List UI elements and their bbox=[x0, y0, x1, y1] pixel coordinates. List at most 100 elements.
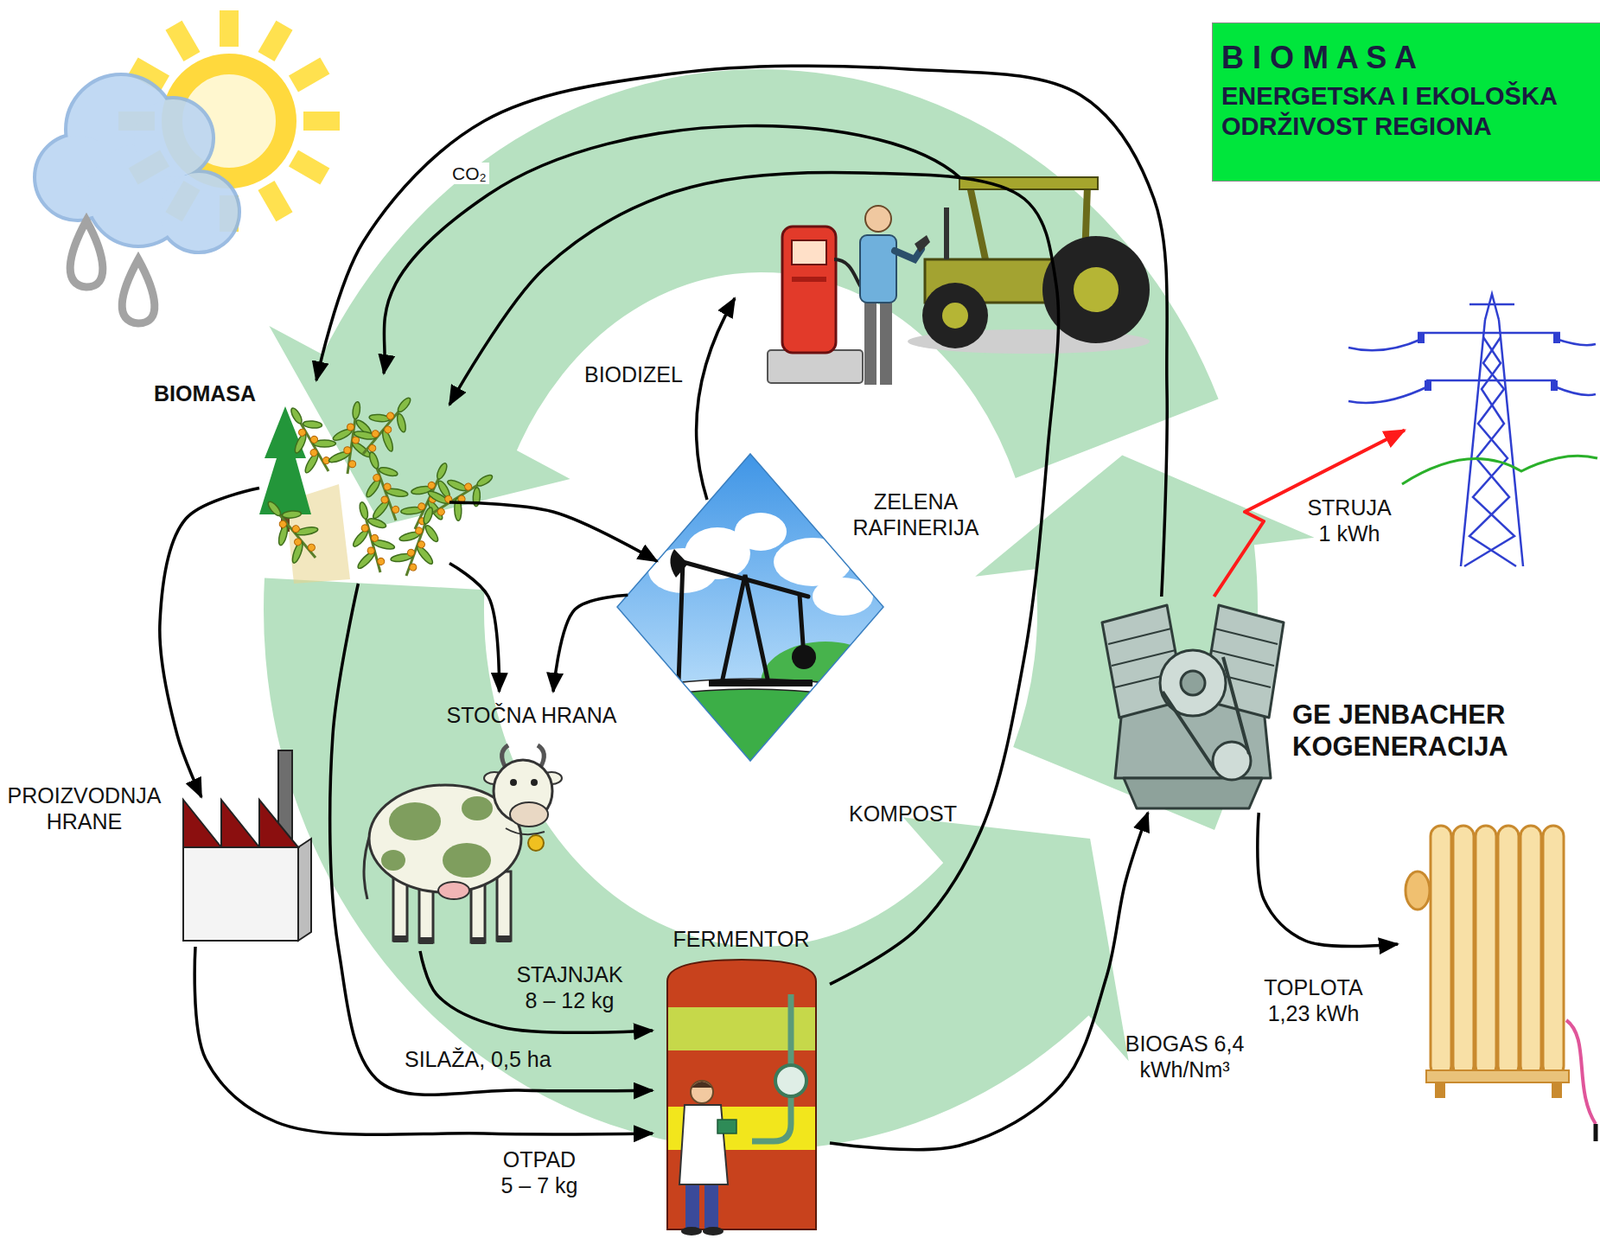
factory-figure bbox=[183, 799, 222, 848]
tractor-figure bbox=[959, 177, 1098, 190]
radiator-figure bbox=[1434, 1082, 1446, 1098]
fuel-pump-figure bbox=[914, 235, 931, 253]
factory-figure bbox=[183, 799, 299, 848]
factory-figure bbox=[259, 799, 299, 848]
flow-arrow bbox=[194, 946, 653, 1135]
power-pylon bbox=[1417, 293, 1561, 381]
green-refinery-picture bbox=[678, 561, 809, 683]
fermentor-tank bbox=[717, 1119, 737, 1134]
biomass-plants bbox=[340, 496, 402, 578]
node-label: STOČNA HRANA bbox=[432, 701, 632, 728]
weather-icon bbox=[70, 220, 103, 287]
node-label: TOPLOTA 1,23 kWh bbox=[1255, 974, 1372, 1027]
power-pylon bbox=[1348, 338, 1596, 403]
weather-icon bbox=[257, 180, 293, 222]
radiator-figure bbox=[1542, 825, 1564, 1077]
tractor-figure bbox=[1073, 267, 1119, 313]
fuel-pump-figure bbox=[767, 350, 863, 383]
weather-icon bbox=[121, 259, 155, 324]
biomass-plants bbox=[252, 487, 333, 572]
power-pylon bbox=[1417, 332, 1425, 344]
decor-arrow bbox=[383, 126, 960, 500]
weather-icon bbox=[288, 149, 330, 185]
green-refinery-picture bbox=[682, 561, 809, 597]
cow-figure bbox=[471, 937, 485, 944]
cow-figure bbox=[505, 828, 545, 835]
edge-label: OTPAD 5 – 7 kg bbox=[497, 1146, 582, 1199]
flow-arrow bbox=[829, 812, 1148, 1150]
radiator-figure bbox=[1566, 1019, 1596, 1124]
cycle-band bbox=[263, 69, 1314, 1150]
cow-figure bbox=[438, 881, 470, 899]
cogeneration-node: GE JENBACHER KOGENERACIJA bbox=[1093, 596, 1288, 813]
title-box: B I O M A S AENERGETSKA I EKOLOŠKA ODRŽI… bbox=[1211, 22, 1600, 182]
cow-figure bbox=[497, 935, 511, 943]
heat-node: TOPLOTA 1,23 kWh bbox=[1397, 815, 1574, 1103]
green-refinery-picture bbox=[734, 512, 787, 551]
refinery-diamond: ZELENA RAFINERIJA bbox=[617, 453, 884, 761]
fermentor-tank bbox=[775, 1064, 807, 1097]
weather-icon bbox=[165, 20, 200, 62]
green-refinery-picture bbox=[708, 679, 813, 687]
weather-icon bbox=[36, 76, 238, 251]
flow-arrow bbox=[449, 502, 657, 561]
fermentor-tank bbox=[667, 955, 816, 1236]
flow-arrow bbox=[420, 950, 653, 1033]
weather-icon bbox=[303, 111, 340, 131]
power-pylon bbox=[1550, 380, 1558, 391]
biomass-plants bbox=[419, 457, 504, 533]
factory-figure bbox=[183, 847, 299, 941]
radiator-figure bbox=[1520, 825, 1542, 1077]
radiator-figure bbox=[1498, 825, 1519, 1077]
fermentor-tank bbox=[679, 1104, 728, 1185]
biomass-plants bbox=[385, 499, 452, 583]
cow-figure bbox=[497, 871, 511, 941]
edge-label: SILAŽA, 0,5 ha bbox=[404, 1045, 552, 1072]
engine-figure bbox=[1123, 777, 1263, 809]
fuel-pump-figure bbox=[865, 205, 892, 232]
green-refinery-picture bbox=[617, 687, 884, 765]
tractor-figure bbox=[943, 207, 950, 260]
cow-figure bbox=[381, 796, 493, 878]
decor-arrow bbox=[696, 298, 735, 500]
node-label: ZELENA RAFINERIJA bbox=[848, 488, 983, 541]
power-pylon bbox=[1460, 319, 1524, 567]
food-factory-node: PROIZVODNJA HRANE bbox=[177, 796, 299, 947]
fuel-pump-figure bbox=[782, 226, 836, 353]
fuel-pump-figure bbox=[860, 235, 897, 303]
biomass-node: BIOMASA bbox=[259, 380, 450, 584]
radiator-figure bbox=[1430, 825, 1452, 1077]
green-refinery-picture bbox=[812, 577, 874, 616]
cow-figure bbox=[419, 937, 434, 944]
cow-figure bbox=[381, 849, 406, 871]
radiator-figure bbox=[1405, 825, 1596, 1142]
fodder-node: STOČNA HRANA bbox=[367, 691, 632, 951]
fermentor-tank bbox=[667, 955, 816, 1232]
weather-icon bbox=[288, 57, 330, 92]
flow-arrow bbox=[159, 488, 260, 797]
biomass-plants bbox=[346, 383, 428, 468]
power-pylon bbox=[1553, 332, 1561, 344]
edge-label: CO₂ bbox=[449, 162, 490, 185]
weather-icon bbox=[257, 20, 293, 62]
green-refinery-picture bbox=[791, 644, 816, 670]
weather-icon bbox=[133, 99, 212, 178]
electricity-node: STRUJA 1 kWh bbox=[1404, 289, 1565, 571]
engine-figure bbox=[1212, 741, 1251, 780]
radiator-figure bbox=[1475, 825, 1497, 1077]
power-pylon bbox=[1417, 332, 1561, 391]
fuel-pump-figure bbox=[791, 276, 827, 282]
cow-figure bbox=[528, 835, 544, 851]
power-pylon bbox=[1464, 337, 1515, 567]
cow-figure bbox=[363, 745, 562, 944]
tractor-figure bbox=[922, 282, 989, 349]
factory-figure bbox=[183, 750, 312, 941]
flow-label: BIODIZEL bbox=[584, 361, 683, 388]
engine-figure bbox=[1160, 650, 1226, 716]
radiator-figure bbox=[1593, 1123, 1599, 1142]
power-arrow bbox=[1214, 430, 1406, 598]
